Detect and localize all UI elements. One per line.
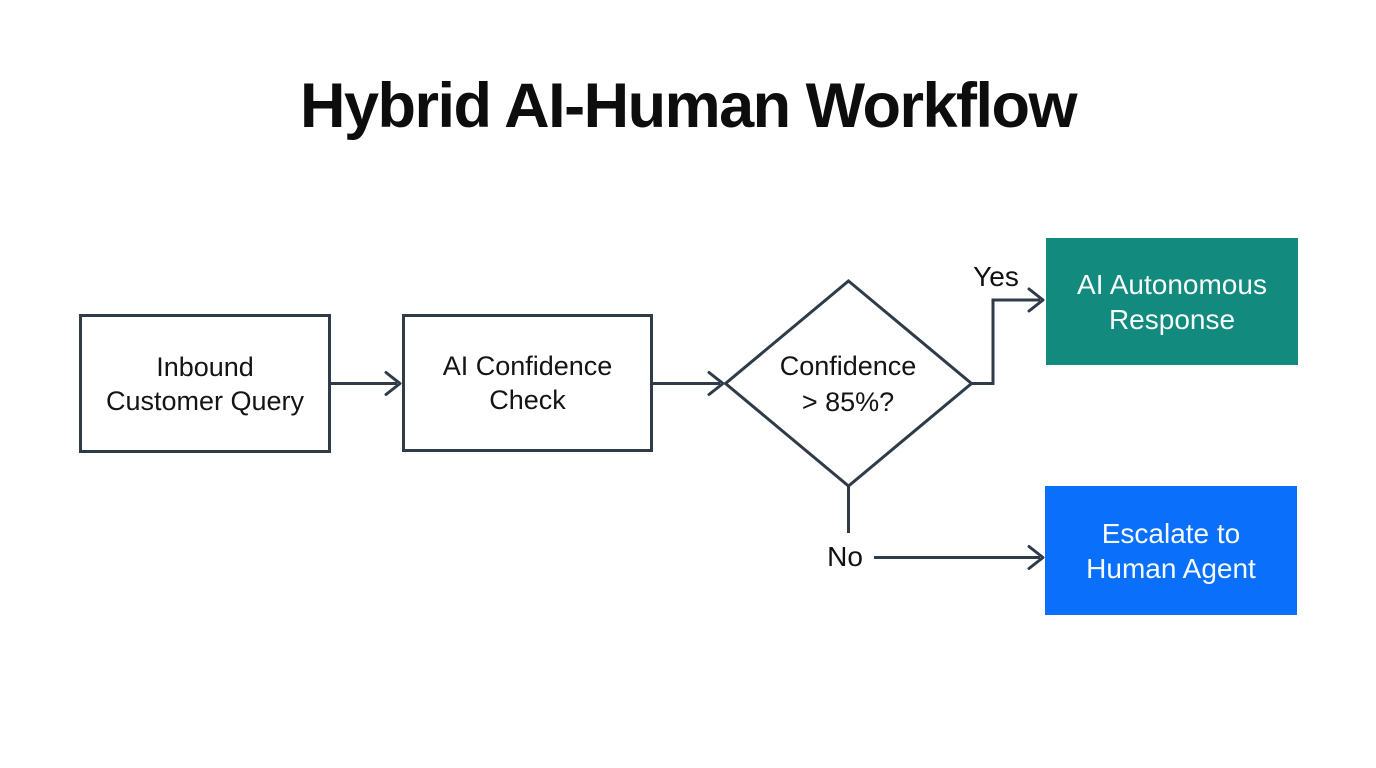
edge-label-yes: Yes xyxy=(973,261,1019,292)
node-ai-confidence-check: AI Confidence Check xyxy=(402,314,653,452)
node-label: AI Autonomous Response xyxy=(1077,268,1267,335)
arrowhead-icon xyxy=(1027,545,1045,570)
edge-decision-yes xyxy=(971,298,1040,385)
arrowhead-icon xyxy=(384,371,402,396)
node-label: AI Confidence Check xyxy=(442,351,613,415)
node-inbound-customer-query: Inbound Customer Query xyxy=(79,314,331,453)
arrowhead-icon xyxy=(707,371,725,396)
node-decision-label: Confidence > 85%? xyxy=(779,351,917,417)
node-label: Inbound Customer Query xyxy=(105,351,305,416)
edge-label-no: No xyxy=(827,541,863,572)
node-ai-autonomous-response: AI Autonomous Response xyxy=(1046,238,1298,365)
diagram-title: Hybrid AI-Human Workflow xyxy=(299,71,1078,141)
arrowhead-icon xyxy=(1027,287,1045,313)
node-label: Escalate to Human Agent xyxy=(1086,517,1256,584)
node-escalate-to-human-agent: Escalate to Human Agent xyxy=(1045,486,1297,615)
